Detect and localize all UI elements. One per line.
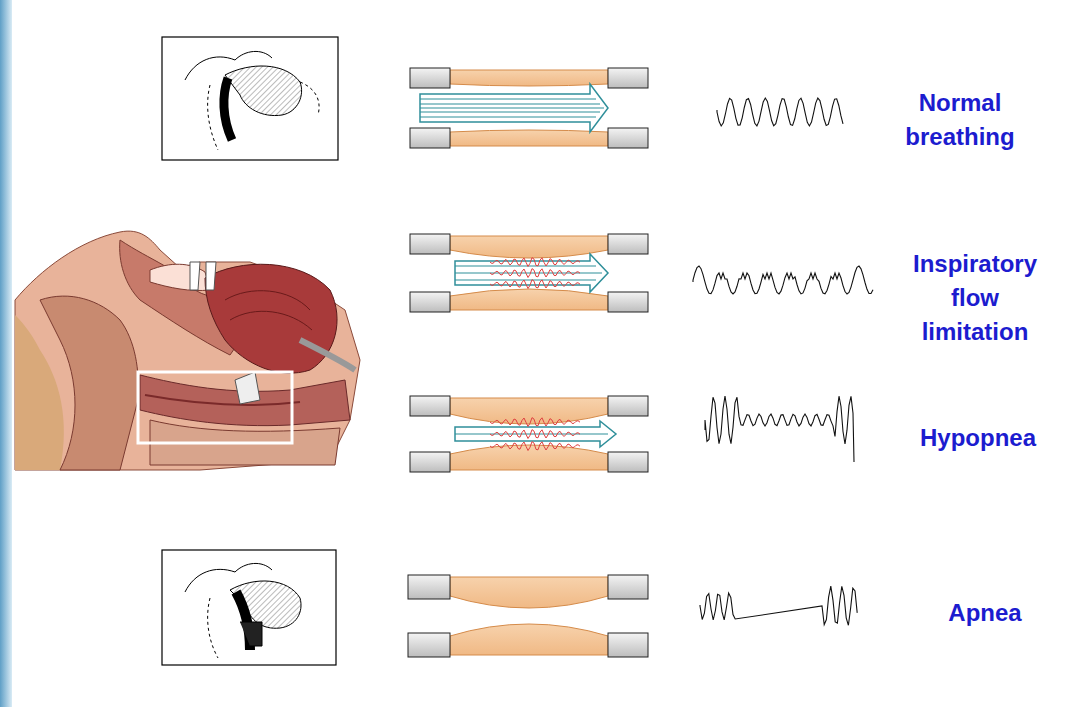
tube-flow-limitation [410, 234, 648, 312]
waveform-flow-limitation [693, 266, 873, 294]
waveform-normal [717, 98, 843, 126]
waveform-hypopnea [705, 396, 854, 462]
tube-hypopnea [410, 396, 648, 472]
event-label: Inspiratory flow limitation [900, 247, 1050, 349]
tube-apnea [408, 575, 648, 657]
event-label: Normal breathing [890, 86, 1030, 154]
airway-sketch-open [162, 37, 338, 160]
airway-sketch-closed [162, 550, 336, 665]
tube-normal [410, 68, 648, 148]
head-anatomy [15, 231, 360, 470]
side-band [0, 0, 12, 707]
event-label: Hypopnea [898, 421, 1058, 455]
event-label: Apnea [925, 596, 1045, 630]
waveform-apnea [700, 586, 857, 625]
